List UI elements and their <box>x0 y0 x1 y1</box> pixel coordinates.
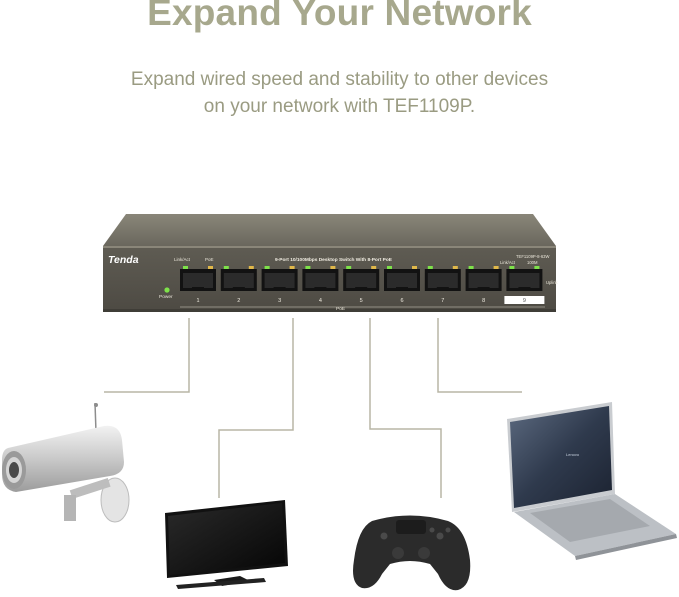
gamepad-icon <box>353 515 471 591</box>
ethernet-port-3: 3 <box>261 266 298 304</box>
link-act-label: Link/Act <box>174 257 191 262</box>
poe-label-bottom: PoE <box>336 306 345 312</box>
power-led <box>164 287 170 293</box>
port-number: 8 <box>482 298 485 304</box>
ethernet-port-5: 5 <box>343 266 380 304</box>
port-number: 7 <box>441 298 444 304</box>
uplink-label: Uplink <box>546 280 559 285</box>
link-act-label-uplink: Link/Act <box>500 260 516 265</box>
link-led <box>387 266 392 269</box>
port-number: 3 <box>278 298 281 304</box>
tv-icon <box>165 500 288 589</box>
connector-line-camera <box>104 318 190 393</box>
laptop-icon: Lenovo <box>507 402 677 560</box>
link-led <box>346 266 352 269</box>
connector-line-tv <box>218 318 294 498</box>
network-switch: Tenda Link/Act PoE 9-Port 10/100Mbps Des… <box>103 214 559 312</box>
poe-led <box>371 266 377 269</box>
port-number: 5 <box>360 298 363 304</box>
link-led <box>305 266 311 269</box>
ethernet-port-9: 9 <box>504 266 545 304</box>
ethernet-port-8: 8 <box>465 266 502 304</box>
ethernet-port-2: 2 <box>220 266 257 304</box>
connector-line-gamepad <box>369 318 442 498</box>
port-number: 9 <box>523 298 526 304</box>
poe-led <box>452 266 458 269</box>
poe-led <box>412 266 417 269</box>
ethernet-port-1: 1 <box>180 266 216 304</box>
link-led <box>468 266 474 269</box>
model-label: TEF1109P-8-63W <box>516 254 549 259</box>
link-led <box>427 266 433 269</box>
subtitle-line-2: on your network with TEF1109P. <box>203 96 476 117</box>
security-camera-icon <box>2 402 130 523</box>
speed-label: 100M <box>527 260 538 265</box>
poe-led <box>208 266 213 269</box>
ethernet-port-7: 7 <box>424 266 461 304</box>
connector-line-laptop <box>437 318 522 393</box>
link-led <box>223 266 229 269</box>
port-number: 1 <box>196 298 199 304</box>
connector-lines <box>104 318 522 498</box>
poe-led <box>330 266 336 269</box>
port-number: 6 <box>400 298 403 304</box>
subtitle-line-1: Expand wired speed and stability to othe… <box>130 69 549 90</box>
ethernet-port-4: 4 <box>302 266 339 304</box>
port-number: 4 <box>319 298 322 304</box>
brand-logo: Tenda <box>108 254 139 266</box>
ethernet-port-6: 6 <box>384 266 420 304</box>
page-title: Expand Your Network <box>147 0 532 33</box>
uplink-number-box <box>504 296 545 304</box>
poe-led <box>289 266 295 269</box>
port-row: 1 2 3 4 5 6 7 8 9 <box>180 266 545 304</box>
switch-top <box>103 214 556 246</box>
link-led <box>509 266 515 269</box>
laptop-brand: Lenovo <box>566 452 580 457</box>
poe-label-top: PoE <box>205 257 214 262</box>
speed-led <box>534 266 540 269</box>
poe-led <box>248 266 254 269</box>
link-led <box>183 266 188 269</box>
power-label: Power <box>159 294 173 300</box>
port-number: 2 <box>237 298 240 304</box>
switch-description: 9-Port 10/100Mbps Desktop Switch With 8-… <box>275 257 393 263</box>
poe-led <box>493 266 499 269</box>
link-led <box>264 266 270 269</box>
